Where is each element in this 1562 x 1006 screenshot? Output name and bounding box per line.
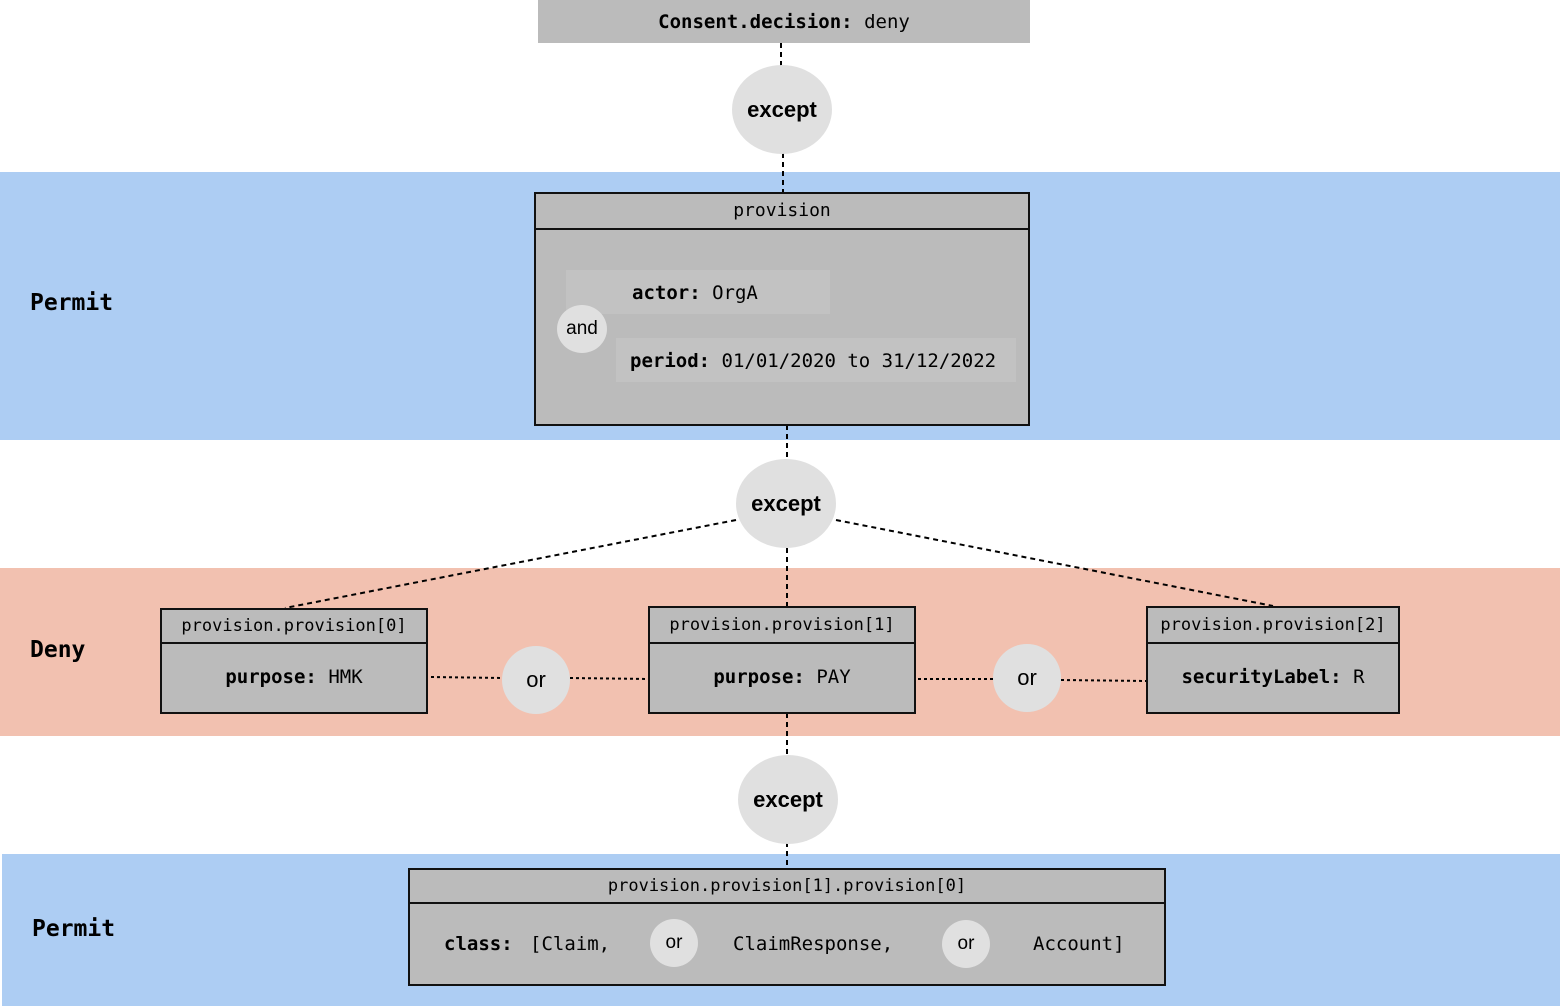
nested-provision-box: provision.provision[1].provision[0] clas… [408,868,1166,986]
provision-header: provision [536,194,1028,230]
class-item-claim: [Claim, [530,933,611,955]
sub-provision-2-key: securityLabel: [1181,666,1342,688]
class-item-claimresponse: ClaimResponse, [733,933,894,955]
sub-provision-0-box: provision.provision[0] purpose: HMK [160,608,428,714]
sub-provision-0-header: provision.provision[0] [162,610,426,644]
sub-provision-1-value: PAY [816,666,851,688]
sub-provision-1-key: purpose: [713,666,805,688]
class-item-account: Account] [1033,933,1125,955]
actor-highlight [566,270,830,314]
and-operator: and [557,305,607,353]
permit-label-top: Permit [30,290,114,316]
class-key: class: [444,933,513,955]
sub-provision-1-header: provision.provision[1] [650,608,914,644]
permit-label-bottom: Permit [32,916,116,942]
sub-provision-2-condition: securityLabel: R [1148,666,1398,688]
consent-decision-bar: Consent.decision: deny [538,0,1030,43]
or-operator-3: or [650,919,698,967]
period-condition: period: 01/01/2020 to 31/12/2022 [630,350,996,372]
sub-provision-0-key: purpose: [225,666,317,688]
provision-box: provision actor: OrgA period: 01/01/2020… [534,192,1030,426]
except-operator-3: except [738,755,838,844]
or-operator-2: or [993,644,1061,712]
sub-provision-1-box: provision.provision[1] purpose: PAY [648,606,916,714]
sub-provision-0-value: HMK [328,666,363,688]
period-highlight [616,338,1016,382]
except-operator-1: except [732,65,832,154]
except-operator-2: except [736,459,836,548]
sub-provision-2-box: provision.provision[2] securityLabel: R [1146,606,1400,714]
period-key: period: [630,350,711,372]
sub-provision-0-condition: purpose: HMK [162,666,426,688]
consent-decision-value: deny [864,10,910,33]
nested-provision-header: provision.provision[1].provision[0] [410,870,1164,904]
sub-provision-2-header: provision.provision[2] [1148,608,1398,644]
sub-provision-1-condition: purpose: PAY [650,666,914,688]
actor-key: actor: [632,282,701,304]
or-operator-1: or [502,646,570,714]
sub-provision-2-value: R [1353,666,1365,688]
period-value: 01/01/2020 to 31/12/2022 [721,350,997,372]
deny-label: Deny [30,637,86,663]
actor-value: OrgA [712,282,758,304]
consent-decision-key: Consent.decision: [658,10,853,33]
actor-condition: actor: OrgA [632,282,758,304]
or-operator-4: or [942,920,990,968]
